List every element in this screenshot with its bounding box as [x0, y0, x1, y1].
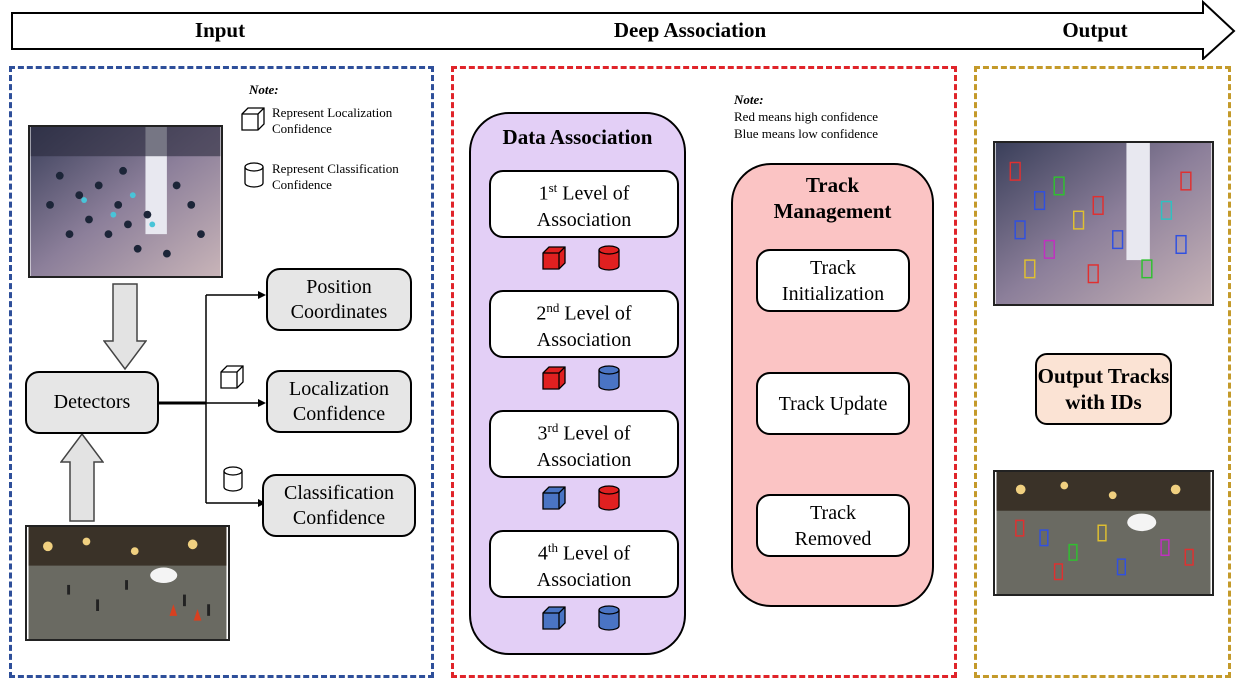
position-coordinates-box: Position Coordinates [266, 268, 412, 331]
down-arrow [103, 283, 147, 371]
classification-confidence-box: Classification Confidence [262, 474, 416, 537]
level-ordinal-suffix: nd [546, 300, 560, 316]
level-1-cube-icon [542, 246, 566, 270]
note-cylinder-icon [244, 162, 264, 188]
localization-label-2: Confidence [292, 402, 386, 425]
level-ordinal-suffix: rd [547, 420, 559, 436]
data-association-title: Data Association [502, 125, 653, 149]
cylinder-icon [223, 466, 243, 492]
classification-label-2: Confidence [292, 506, 386, 529]
level-4-cube-icon [542, 606, 566, 630]
level-3-cylinder-icon [598, 485, 620, 511]
note-cube-line-1: Represent Localization [272, 105, 393, 120]
association-level-2-line-2: Association [536, 328, 632, 351]
note-cylinder-line-2: Confidence [272, 177, 332, 192]
track-removed-label-2: Removed [794, 527, 872, 550]
track-update-label: Track Update [778, 392, 888, 415]
track-init-label-1: Track [810, 256, 856, 279]
note-cube-text: Represent Localization Confidence [272, 105, 392, 137]
banner-deep-label: Deep Association [613, 18, 767, 42]
association-level-3-line-1: 3rd Level of [537, 415, 630, 447]
deep-note-blue: Blue means low confidence [734, 126, 879, 141]
detectors-box: Detectors [25, 371, 159, 434]
banner-input-label: Input [194, 18, 246, 42]
level-number: 1 [538, 182, 549, 205]
output-crowd-image [993, 141, 1214, 306]
output-tracks-label-2: with IDs [1065, 390, 1142, 414]
deep-note-red: Red means high confidence [734, 109, 879, 124]
level-2-cube-icon [542, 366, 566, 390]
track-init-label-2: Initialization [781, 282, 885, 305]
output-panel [974, 66, 1231, 678]
level-4-cylinder-icon [598, 605, 620, 631]
level-ordinal-suffix: st [548, 180, 558, 196]
track-management-title-1: Track [805, 173, 860, 197]
note-cube-icon [241, 107, 265, 131]
localization-confidence-box: Localization Confidence [266, 370, 412, 433]
track-update-box: Track Update [756, 372, 910, 435]
level-text: Level of [557, 182, 630, 205]
track-initialization-box: Track Initialization [756, 249, 910, 312]
level-1-cylinder-icon [598, 245, 620, 271]
deep-note-title: Note: [734, 92, 764, 107]
output-tracks-box: Output Tracks with IDs [1035, 353, 1172, 425]
localization-label-1: Localization [289, 377, 389, 400]
classification-label-1: Classification [284, 481, 394, 504]
level-number: 4 [537, 542, 548, 565]
position-label-2: Coordinates [290, 300, 388, 323]
cube-icon [220, 365, 244, 389]
detector-connectors [158, 291, 266, 507]
detectors-label: Detectors [53, 391, 131, 413]
level-2-cylinder-icon [598, 365, 620, 391]
input-note-title: Note: [249, 82, 279, 97]
level-text: Level of [558, 422, 631, 445]
association-level-2-line-1: 2nd Level of [536, 295, 631, 327]
association-level-1-line-1: 1st Level of [539, 175, 630, 207]
track-removed-label-1: Track [810, 501, 856, 524]
deep-association-panel [451, 66, 957, 678]
association-level-4-line-2: Association [536, 568, 632, 591]
association-level-4-line-1: 4th Level of [538, 535, 630, 567]
input-crowd-image [28, 125, 223, 278]
level-text: Level of [557, 542, 631, 565]
association-level-1-line-2: Association [536, 208, 632, 231]
banner-arrow [11, 0, 1236, 60]
note-cylinder-text: Represent Classification Confidence [272, 161, 399, 193]
position-label-1: Position [306, 275, 372, 298]
banner-output-label: Output [1062, 18, 1128, 42]
output-tracks-label-1: Output Tracks [1037, 364, 1170, 388]
output-street-image [993, 470, 1214, 596]
input-street-image [25, 525, 230, 641]
input-panel [9, 66, 434, 678]
level-ordinal-suffix: th [547, 540, 558, 556]
level-number: 2 [536, 302, 547, 325]
note-cube-line-2: Confidence [272, 121, 332, 136]
level-number: 3 [537, 422, 548, 445]
note-cylinder-line-1: Represent Classification [272, 161, 399, 176]
up-arrow [60, 433, 104, 522]
track-management-title-2: Management [773, 199, 892, 223]
level-text: Level of [559, 302, 632, 325]
level-3-cube-icon [542, 486, 566, 510]
track-removed-box: Track Removed [756, 494, 910, 557]
association-level-3-line-2: Association [536, 448, 632, 471]
track-management-title: Track Management [731, 172, 934, 224]
